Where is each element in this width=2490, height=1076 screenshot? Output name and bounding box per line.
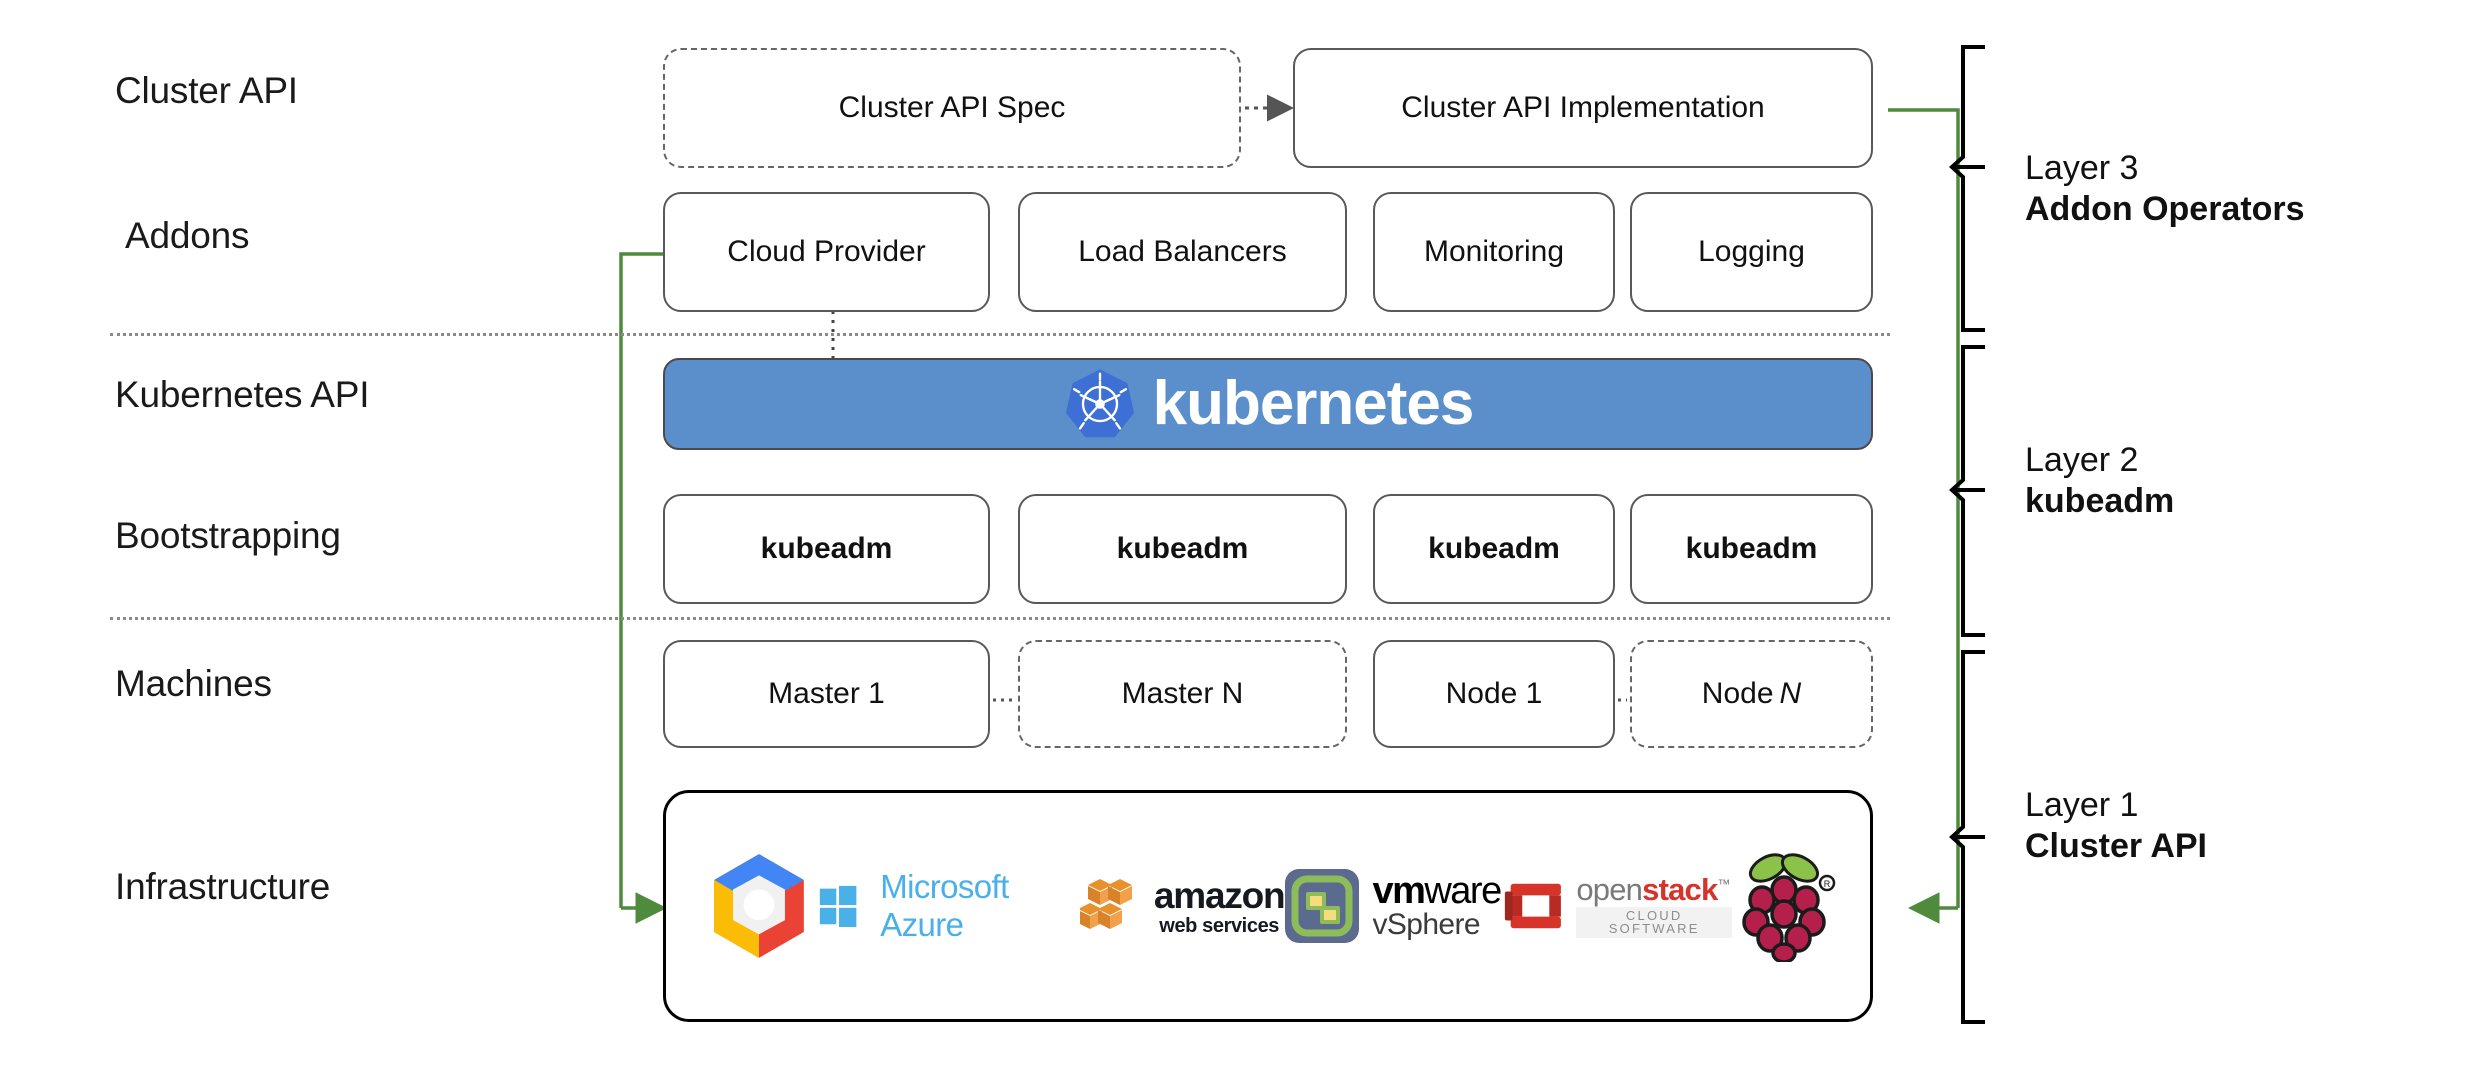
google-cloud-platform-logo — [700, 847, 818, 965]
bootstrap-box-1[interactable]: kubeadm — [663, 494, 990, 604]
row-label-infrastructure: Infrastructure — [115, 866, 331, 907]
row-label-bootstrapping: Bootstrapping — [115, 515, 341, 556]
layer-1-line1: Layer 1 — [2025, 786, 2139, 824]
bootstrap-box-3[interactable]: kubeadm — [1373, 494, 1615, 604]
addon-label-cloud-provider: Cloud Provider — [727, 235, 926, 268]
addon-label-load-balancers: Load Balancers — [1078, 235, 1287, 268]
bootstrap-label-2: kubeadm — [1116, 532, 1249, 565]
kubernetes-helm-icon — [1063, 367, 1137, 441]
bootstrap-label-1: kubeadm — [760, 532, 893, 565]
machine-box-master-1[interactable]: Master 1 — [663, 640, 990, 748]
microsoft-azure-logo: Microsoft Azure — [818, 868, 1080, 944]
bootstrap-box-2[interactable]: kubeadm — [1018, 494, 1347, 604]
machine-box-node-1[interactable]: Node 1 — [1373, 640, 1615, 748]
machine-label-node-n: Node — [1701, 677, 1774, 710]
aws-subtitle: web services — [1159, 914, 1280, 937]
machine-label-master-1: Master 1 — [768, 677, 885, 710]
raspberry-pi-logo: R — [1732, 850, 1836, 962]
vsphere-subtitle: vSphere — [1372, 908, 1480, 941]
addon-box-load-balancers[interactable]: Load Balancers — [1018, 192, 1347, 312]
cluster-api-impl-to-infrastructure-link — [1888, 108, 1960, 924]
machine-label-node-n-suffix: N — [1779, 677, 1802, 710]
aws-wordmark: amazon — [1153, 874, 1286, 916]
machine-label-node-1: Node 1 — [1445, 677, 1543, 710]
layer-3-line1: Layer 3 — [2025, 149, 2139, 187]
microsoft-azure-wordmark: Microsoft Azure — [880, 868, 1009, 943]
layer-3-brace — [1949, 45, 1985, 332]
cluster-api-implementation-box[interactable]: Cluster API Implementation — [1293, 48, 1873, 168]
layer-2-line2: kubeadm — [2025, 482, 2175, 521]
cluster-api-spec-label: Cluster API Spec — [838, 91, 1066, 124]
machine-box-node-n[interactable]: Node N — [1630, 640, 1873, 748]
cloud-provider-to-infrastructure-link — [619, 252, 667, 924]
row-label-kubernetes-api: Kubernetes API — [115, 374, 370, 415]
machine-box-master-n[interactable]: Master N — [1018, 640, 1347, 748]
addon-box-cloud-provider[interactable]: Cloud Provider — [663, 192, 990, 312]
svg-text:R: R — [1824, 879, 1831, 889]
bootstrap-box-4[interactable]: kubeadm — [1630, 494, 1873, 604]
addon-box-logging[interactable]: Logging — [1630, 192, 1873, 312]
addon-label-logging: Logging — [1698, 235, 1805, 268]
layer-3-line2: Addon Operators — [2025, 190, 2305, 229]
layer-2-label: Layer 2 kubeadm — [2025, 440, 2174, 523]
cluster-api-implementation-label: Cluster API Implementation — [1401, 91, 1765, 124]
row-label-machines: Machines — [115, 663, 272, 704]
layer-2-brace — [1949, 345, 1985, 637]
layer-1-line2: Cluster API — [2025, 827, 2208, 866]
openstack-logo: openstack™ CLOUD SOFTWARE — [1501, 871, 1732, 941]
openstack-subtitle: CLOUD SOFTWARE — [1576, 906, 1732, 938]
layer-1-brace — [1949, 650, 1985, 1024]
addon-box-monitoring[interactable]: Monitoring — [1373, 192, 1615, 312]
divider-addons-kubernetes — [110, 333, 1890, 336]
layer-2-line1: Layer 2 — [2025, 441, 2139, 479]
vmware-vsphere-logo: vmware vSphere — [1284, 868, 1502, 944]
machine-label-master-n: Master N — [1121, 677, 1244, 710]
row-label-cluster-api: Cluster API — [115, 70, 298, 111]
openstack-wordmark-bold: stack — [1642, 872, 1718, 908]
vmware-wordmark-bold: vm — [1372, 870, 1425, 912]
layer-3-label: Layer 3 Addon Operators — [2025, 148, 2305, 231]
amazon-web-services-logo: amazon web services — [1079, 873, 1286, 939]
vmware-wordmark-light: ware — [1424, 870, 1502, 912]
kubernetes-api-banner[interactable]: kubernetes — [663, 358, 1873, 450]
divider-bootstrapping-machines — [110, 617, 1890, 620]
bootstrap-label-4: kubeadm — [1685, 532, 1818, 565]
row-label-addons: Addons — [125, 215, 250, 256]
bootstrap-label-3: kubeadm — [1428, 532, 1560, 565]
addon-label-monitoring: Monitoring — [1423, 235, 1565, 268]
kubernetes-wordmark: kubernetes — [1152, 369, 1475, 438]
openstack-trademark: ™ — [1717, 876, 1730, 892]
layer-1-label: Layer 1 Cluster API — [2025, 785, 2207, 868]
infrastructure-panel[interactable]: Microsoft Azure amazon web services — [663, 790, 1873, 1022]
cluster-api-spec-box[interactable]: Cluster API Spec — [663, 48, 1241, 168]
openstack-wordmark-light: open — [1576, 872, 1643, 908]
